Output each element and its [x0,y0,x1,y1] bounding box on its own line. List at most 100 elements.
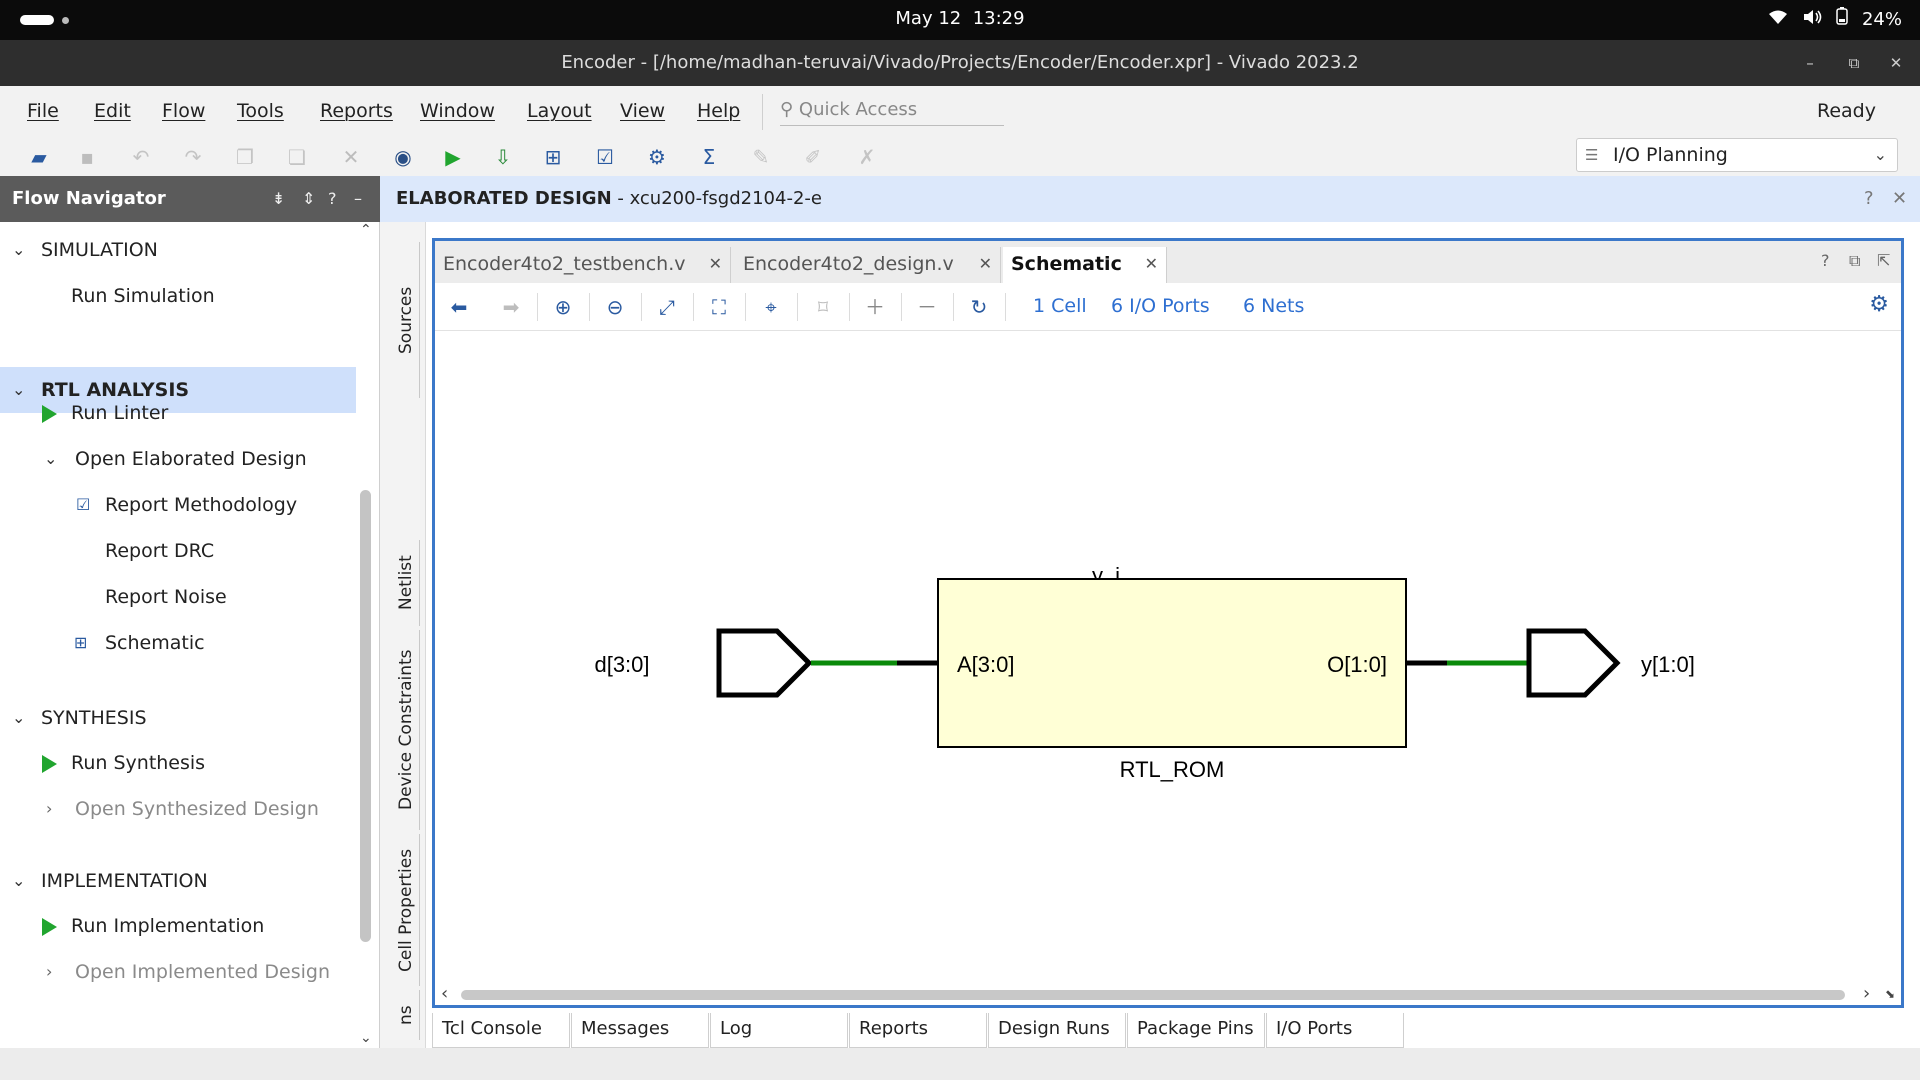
minimize-panel-icon[interactable]: – [354,189,362,208]
run-icon[interactable]: ▶ [445,145,461,169]
nav-run-simulation[interactable]: Run Simulation [0,273,356,319]
flow-navigator-scrollbar[interactable]: ⌃ ⌄ [360,222,378,1048]
menu-edit[interactable]: Edit [94,100,131,122]
tab-package-pins[interactable]: Package Pins [1127,1013,1265,1048]
schematic-canvas[interactable]: d[3:0] y_i A[3:0] O[1:0] RTL_ROM y[1:0] [435,331,1901,963]
tab-device-constraints[interactable]: Device Constraints [392,630,420,830]
cells-link[interactable]: 1 Cell [1033,295,1087,317]
nav-report-methodology[interactable]: ☑ Report Methodology [0,482,356,528]
help-icon[interactable]: ? [1821,251,1830,270]
scroll-thumb[interactable] [461,990,1845,1000]
program-device-icon[interactable]: ⇩ [494,145,512,169]
tab-testbench[interactable]: Encoder4to2_testbench.v ✕ [435,247,731,283]
help-icon[interactable]: ? [328,189,337,208]
menu-view[interactable]: View [620,100,666,122]
zoom-fit-icon[interactable]: ⤢ [659,295,675,319]
close-icon[interactable]: ✕ [1892,188,1908,209]
menu-window[interactable]: Window [420,100,495,122]
schematic-icon[interactable]: ⊞ [544,145,562,169]
close-tab-icon[interactable]: ✕ [978,254,992,273]
nav-report-drc[interactable]: Report DRC [0,528,356,574]
scroll-thumb[interactable] [360,490,371,942]
undo-icon[interactable]: ↶ [132,145,150,169]
nav-report-noise[interactable]: Report Noise [0,574,356,620]
scroll-right-icon[interactable]: › [1863,983,1871,1004]
section-synthesis[interactable]: ⌄ SYNTHESIS [0,695,356,741]
binoculars-icon[interactable]: ◉ [394,145,412,169]
tab-ns[interactable]: ns [392,990,420,1040]
sigma-icon[interactable]: Σ [702,145,716,169]
rtl-rom-cell[interactable] [937,578,1407,748]
forward-icon[interactable]: ➡ [502,295,520,319]
clock[interactable]: May 12 13:29 [0,0,1920,40]
close-window-icon[interactable]: ✕ [1889,54,1903,72]
delete-icon[interactable]: ✕ [342,145,360,169]
nav-open-elaborated-design[interactable]: ⌄ Open Elaborated Design [0,436,356,482]
nav-schematic[interactable]: ⊞ Schematic [0,620,356,666]
section-rtl-analysis[interactable]: ⌄ RTL ANALYSIS [0,367,356,413]
nav-run-implementation[interactable]: Run Implementation [0,903,356,949]
tab-sources[interactable]: Sources [392,242,420,398]
minimize-icon[interactable]: – [1806,54,1814,72]
section-implementation[interactable]: ⌄ IMPLEMENTATION [0,858,356,904]
close-tab-icon[interactable]: ✕ [1144,254,1158,273]
scroll-left-icon[interactable]: ‹ [441,983,449,1004]
tab-design-runs[interactable]: Design Runs [988,1013,1126,1048]
back-icon[interactable]: ⬅ [450,295,468,319]
section-simulation[interactable]: ⌄ SIMULATION [0,227,356,273]
tool-disabled-3-icon[interactable]: ✗ [858,145,876,169]
nav-run-synthesis[interactable]: Run Synthesis [0,740,356,786]
zoom-out-icon[interactable]: ⊖ [606,295,624,319]
float-icon[interactable]: ⇱ [1877,251,1891,270]
open-folder-icon[interactable]: ▰ [31,145,47,169]
nav-open-synthesized-design[interactable]: › Open Synthesized Design [0,786,356,832]
menu-file[interactable]: File [27,100,59,122]
redo-icon[interactable]: ↷ [184,145,202,169]
nav-open-implemented-design[interactable]: › Open Implemented Design [0,949,356,995]
zoom-area-icon[interactable]: ⛶ [712,295,726,319]
expand-icon[interactable]: ＋ [865,295,885,319]
menu-layout[interactable]: Layout [527,100,592,122]
report-icon[interactable]: ☑ [596,145,614,169]
tab-design[interactable]: Encoder4to2_design.v ✕ [735,247,1001,283]
tab-io-ports[interactable]: I/O Ports [1266,1013,1404,1048]
tab-log[interactable]: Log [710,1013,848,1048]
menu-help[interactable]: Help [697,100,741,122]
tool-disabled-1-icon[interactable]: ✎ [752,145,770,169]
zoom-in-icon[interactable]: ⊕ [554,295,572,319]
regenerate-icon[interactable]: ⌑ [817,295,829,319]
crosshair-icon[interactable]: ⌖ [765,295,777,319]
tool-disabled-2-icon[interactable]: ✐ [804,145,822,169]
activities-indicator[interactable] [20,15,54,25]
menu-tools[interactable]: Tools [237,100,284,122]
schematic-hscrollbar[interactable]: ‹ › ⬊ [435,983,1901,1005]
scroll-up-icon[interactable]: ⌃ [360,222,372,238]
scroll-down-icon[interactable]: ⌄ [360,1030,372,1046]
layout-select[interactable]: ☰ I/O Planning ⌄ [1576,138,1898,172]
refresh-icon[interactable]: ↻ [970,295,988,319]
quick-access-search[interactable]: ⚲ Quick Access [780,96,1004,126]
input-port[interactable] [716,628,813,698]
restore-icon[interactable]: ⧉ [1849,251,1861,270]
nav-run-linter[interactable]: Run Linter [0,390,356,436]
close-tab-icon[interactable]: ✕ [708,254,722,273]
tab-cell-properties[interactable]: Cell Properties [392,834,420,986]
tab-reports[interactable]: Reports [849,1013,987,1048]
output-port[interactable] [1526,628,1621,698]
tab-tcl-console[interactable]: Tcl Console [432,1013,570,1048]
nets-link[interactable]: 6 Nets [1243,295,1305,317]
maximize-icon[interactable]: ⧉ [1848,54,1860,72]
tab-messages[interactable]: Messages [571,1013,709,1048]
copy-icon[interactable]: ❐ [236,145,254,169]
tab-schematic[interactable]: Schematic ✕ [1003,247,1167,283]
menu-reports[interactable]: Reports [320,100,393,122]
resize-grip-icon[interactable]: ⬊ [1885,987,1896,1001]
collapse-icon[interactable]: － [917,295,937,319]
help-icon[interactable]: ? [1864,188,1874,209]
tab-netlist[interactable]: Netlist [392,540,420,626]
settings-icon[interactable]: ⚙ [648,145,666,169]
collapse-all-icon[interactable]: ⇟ [272,189,286,208]
save-icon[interactable]: ▪ [80,145,94,169]
system-tray[interactable]: 24% [1768,0,1902,40]
gear-icon[interactable]: ⚙ [1869,292,1889,317]
